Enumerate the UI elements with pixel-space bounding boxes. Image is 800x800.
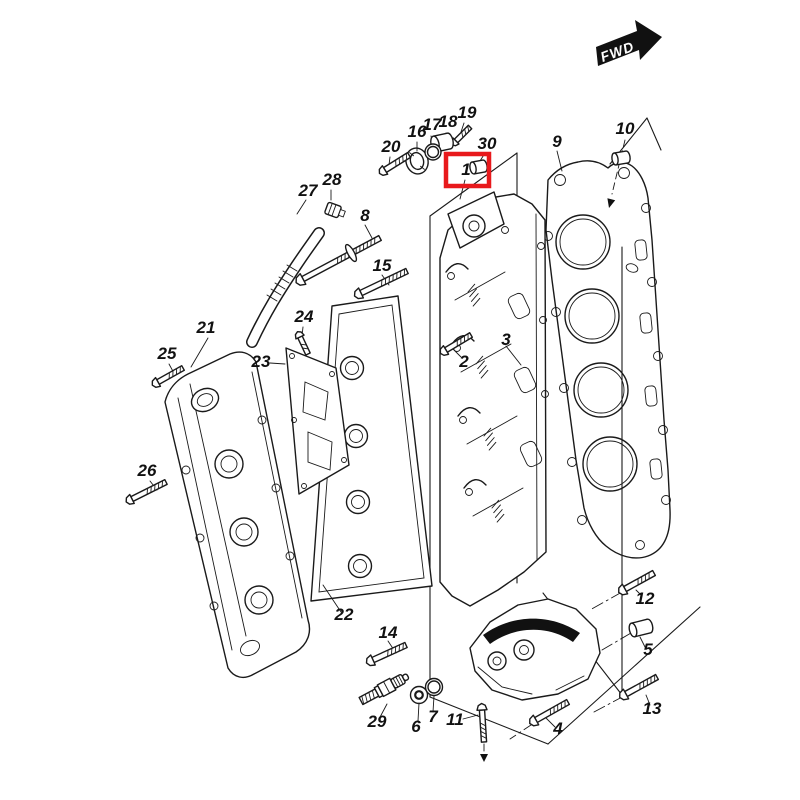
part-callout-30[interactable]: 30	[478, 134, 497, 153]
part-callout-8[interactable]: 8	[360, 206, 370, 225]
valve-cover-gasket-art	[310, 295, 433, 602]
part-callout-2[interactable]: 2	[458, 352, 469, 371]
breather-hose-art	[246, 227, 325, 348]
bolt-art	[151, 365, 185, 388]
plug-art	[628, 618, 654, 638]
plug-art	[469, 159, 488, 175]
part-callout-25[interactable]: 25	[157, 344, 177, 363]
part-callout-4[interactable]: 4	[552, 719, 563, 738]
leader-lines	[149, 122, 651, 762]
part-callout-1[interactable]: 1	[461, 160, 470, 179]
plug-art	[611, 150, 631, 166]
part-callout-13[interactable]: 13	[643, 699, 662, 718]
bolt-art	[365, 641, 408, 667]
part-callout-23[interactable]: 23	[251, 352, 271, 371]
part-callout-9[interactable]: 9	[552, 132, 562, 151]
part-callout-6[interactable]: 6	[411, 717, 421, 736]
fasteners-layer	[125, 124, 660, 743]
part-callout-29[interactable]: 29	[367, 712, 387, 731]
part-callout-15[interactable]: 15	[373, 256, 392, 275]
part-callout-24[interactable]: 24	[294, 307, 314, 326]
valve-cover-art	[164, 351, 311, 679]
o-ring-art	[424, 677, 444, 697]
part-callout-21[interactable]: 21	[196, 318, 216, 337]
part-callout-3[interactable]: 3	[501, 330, 511, 349]
part-callout-20[interactable]: 20	[381, 137, 401, 156]
part-callout-27[interactable]: 27	[298, 181, 319, 200]
fwd-arrow-icon	[596, 20, 662, 66]
part-callout-28[interactable]: 28	[322, 170, 342, 189]
highlight-box	[443, 151, 492, 189]
part-callout-11[interactable]: 11	[446, 710, 464, 729]
part-callout-16[interactable]: 16	[408, 122, 427, 141]
hose-clamp-art	[324, 201, 346, 219]
bolt-art	[378, 151, 412, 177]
head-gasket-art	[543, 160, 671, 559]
part-callout-22[interactable]: 22	[334, 605, 354, 624]
highlight-layer	[443, 151, 492, 189]
o-ring-art	[424, 143, 442, 161]
bolt-art	[619, 673, 660, 701]
bolt-art	[125, 478, 168, 505]
part-callout-17[interactable]: 17	[423, 115, 443, 134]
fwd-arrow: FWD	[596, 20, 662, 66]
oil-seal-art	[405, 147, 429, 175]
part-callout-10[interactable]: 10	[616, 119, 635, 138]
part-callout-18[interactable]: 18	[439, 112, 458, 131]
lower-housing-art	[469, 598, 601, 701]
bolt-art	[294, 331, 311, 356]
bolt-art	[618, 569, 657, 596]
fwd-label: FWD	[598, 38, 636, 65]
part-callout-26[interactable]: 26	[137, 461, 157, 480]
part-callout-14[interactable]: 14	[379, 623, 398, 642]
bolt-art	[476, 702, 488, 743]
part-callout-12[interactable]: 12	[636, 589, 655, 608]
bolt-art	[353, 267, 409, 300]
part-callout-19[interactable]: 19	[458, 103, 477, 122]
bolt-art	[439, 332, 474, 357]
cylinder-head-art	[439, 191, 549, 607]
bolt-art	[529, 698, 571, 727]
washer-art	[409, 685, 429, 705]
part-callout-5[interactable]: 5	[643, 640, 653, 659]
spark-plug-art	[358, 673, 410, 706]
part-callout-7[interactable]: 7	[428, 707, 439, 726]
baffle-plate-art	[285, 347, 350, 495]
